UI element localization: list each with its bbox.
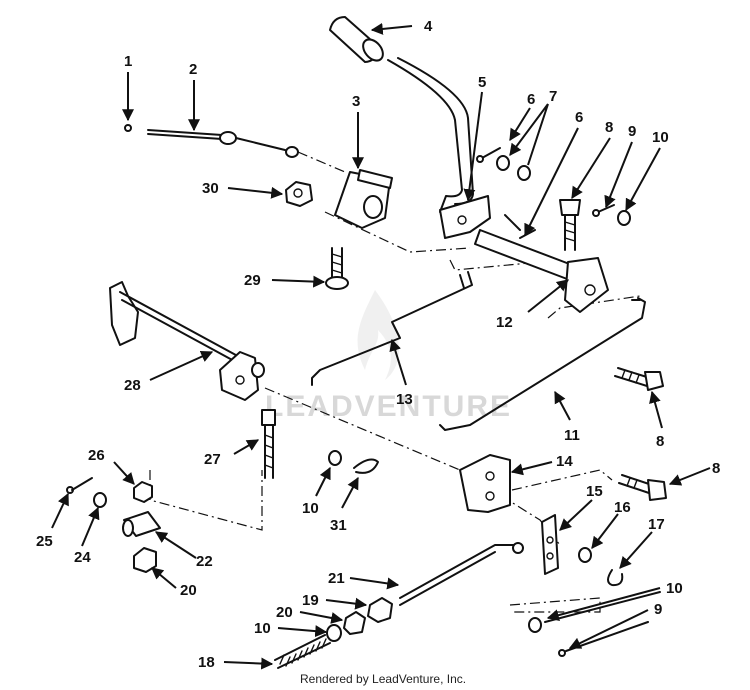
callout-6a: 6 [527,91,535,108]
callout-leaders [51,22,711,670]
part-11-long-rod [439,297,646,431]
part-20-26-left-parts [66,477,161,573]
callout-13: 13 [396,391,413,408]
part-4-handle-grip [329,16,384,63]
footer-credit: Rendered by LeadVenture, Inc. [300,672,466,686]
callout-30: 30 [202,180,219,197]
callout-24: 24 [74,549,91,566]
callout-labels: 1 2 3 4 5 6 7 6 8 9 10 30 29 12 13 28 11… [36,18,720,671]
callout-8a: 8 [605,119,613,136]
callout-26: 26 [88,447,105,464]
callout-14: 14 [556,453,573,470]
callout-9a: 9 [628,123,636,140]
callout-6b: 6 [575,109,583,126]
callout-28: 28 [124,377,141,394]
callout-8b: 8 [656,433,664,450]
callout-10c: 10 [254,620,271,637]
callout-10d: 10 [666,580,683,597]
callout-15: 15 [586,483,603,500]
part-30-nut [285,181,313,207]
callout-3: 3 [352,93,360,110]
callout-2: 2 [189,61,197,78]
callout-11: 11 [564,427,580,444]
callout-21: 21 [328,570,345,587]
callout-4: 4 [424,18,433,35]
callout-16: 16 [614,499,631,516]
part-27-bolt [261,409,276,479]
callout-19: 19 [302,592,319,609]
part-9-10-lower-right [528,591,661,657]
callout-25: 25 [36,533,53,550]
part-13-link-rod [311,271,473,386]
part-29-bolt [325,247,349,290]
callout-27: 27 [204,451,221,468]
watermark-logo [357,290,399,380]
part-5-lift-lever [387,57,491,239]
callout-12: 12 [496,314,513,331]
part-18-19-20-spring-stack [274,597,393,669]
part-12-lift-shaft [474,214,609,313]
callout-20a: 20 [180,582,197,599]
callout-31: 31 [330,517,347,534]
callout-29: 29 [244,272,261,289]
callout-10b: 10 [302,500,319,517]
callout-5: 5 [478,74,486,91]
callout-22: 22 [196,553,213,570]
callout-9b: 9 [654,601,662,618]
part-21-rod [399,542,524,606]
callout-20b: 20 [276,604,293,621]
part-15-plate [541,514,559,575]
part-9-10-upper-right [592,204,631,226]
part-8-upper-bolt [559,199,581,251]
callout-8c: 8 [712,460,720,477]
watermark-text: LEADVENTURE [265,390,512,423]
part-28-cross-shaft [109,281,265,401]
callout-7: 7 [549,88,557,105]
callout-1: 1 [124,53,132,70]
part-10-31-washer-clip [328,450,379,474]
callout-18: 18 [198,654,215,671]
part-3-bracket [334,169,393,229]
callout-17: 17 [648,516,665,533]
part-6-7-pins-washers [476,147,536,239]
part-16-17-washer-clip [578,547,624,587]
part-1-2-rod [124,124,299,158]
callout-10a: 10 [652,129,669,146]
part-14-bracket [459,454,511,513]
part-8-right-bolts [614,367,667,501]
